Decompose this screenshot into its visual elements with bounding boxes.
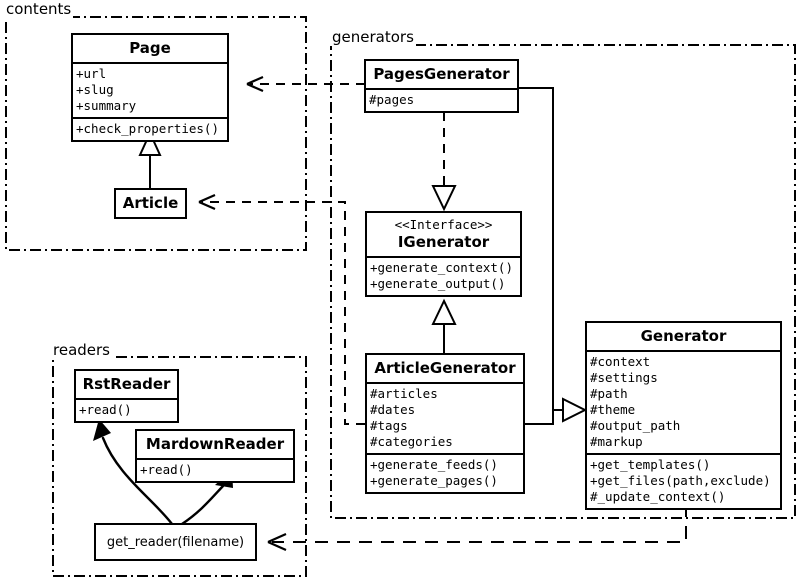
class-article-title: Article (122, 194, 179, 212)
attribute-dates: #dates (370, 402, 416, 417)
method-generate-pages: +generate_pages() (370, 473, 498, 488)
class-articlegenerator-attributes: #articles #dates #tags #categories (367, 384, 523, 455)
method-get-files: +get_files(path,exclude) (590, 473, 771, 488)
dependency-generator-to-getreader (267, 504, 687, 552)
class-page-attributes: +url +slug +summary (73, 64, 227, 119)
class-page-title: Page (129, 39, 171, 57)
class-mardownreader-methods: +read() (137, 460, 293, 481)
function-box-get-reader[interactable]: get_reader(filename) (94, 523, 257, 561)
class-box-igenerator[interactable]: <<Interface>> IGenerator +generate_conte… (365, 211, 522, 297)
class-box-articlegenerator[interactable]: ArticleGenerator #articles #dates #tags … (365, 353, 525, 494)
class-mardownreader-title: MardownReader (145, 435, 285, 453)
attribute-tags: #tags (370, 418, 408, 433)
class-page-methods: +check_properties() (73, 119, 227, 140)
package-frame-contents (5, 16, 307, 251)
class-igenerator-title: IGenerator (397, 233, 490, 251)
method-generate-output: +generate_output() (370, 276, 506, 291)
class-articlegenerator-title: ArticleGenerator (374, 359, 516, 377)
class-igenerator-methods: +generate_context() +generate_output() (367, 258, 520, 295)
method-generate-feeds: +generate_feeds() (370, 457, 498, 472)
class-box-page[interactable]: Page +url +slug +summary +check_properti… (71, 33, 229, 142)
class-generator-attributes: #context #settings #path #theme #output_… (587, 352, 780, 455)
class-article-name-section: Article (116, 190, 185, 217)
class-box-generator[interactable]: Generator #context #settings #path #them… (585, 321, 782, 510)
class-pagesgenerator-attributes: #pages (366, 90, 517, 111)
attribute-categories: #categories (370, 434, 453, 449)
class-box-rstreader[interactable]: RstReader +read() (74, 369, 179, 423)
attribute-url: +url (76, 66, 107, 81)
attribute-summary: +summary (76, 98, 137, 113)
method-mardownreader-read: +read() (140, 462, 193, 477)
class-page-name-section: Page (73, 35, 227, 64)
class-box-pagesgenerator[interactable]: PagesGenerator #pages (364, 59, 519, 113)
class-box-mardownreader[interactable]: MardownReader +read() (135, 429, 295, 483)
call-getreader-to-rstreader (93, 419, 174, 526)
attribute-articles: #articles (370, 386, 438, 401)
method-generate-context: +generate_context() (370, 260, 513, 275)
dependency-pagesgenerator-to-page (246, 75, 365, 93)
attribute-theme: #theme (590, 402, 636, 417)
realization-pagesgenerator-to-igenerator (431, 112, 457, 212)
class-generator-name-section: Generator (587, 323, 780, 352)
generalization-pagesgenerator-to-generator (519, 87, 554, 410)
package-frame-generators (330, 44, 796, 519)
attribute-context: #context (590, 354, 651, 369)
attribute-path: #path (590, 386, 628, 401)
method-get-templates: +get_templates() (590, 457, 711, 472)
generalization-article-to-page (138, 130, 162, 190)
class-igenerator-name-section: <<Interface>> IGenerator (367, 213, 520, 258)
method-check-properties: +check_properties() (76, 121, 219, 136)
class-box-article[interactable]: Article (114, 188, 187, 219)
dependency-articlegenerator-to-article (198, 193, 365, 425)
package-label-generators: generators (330, 28, 416, 46)
package-label-readers: readers (51, 341, 112, 359)
class-generator-methods: +get_templates() +get_files(path,exclude… (587, 455, 780, 508)
class-pagesgenerator-name-section: PagesGenerator (366, 61, 517, 90)
class-articlegenerator-name-section: ArticleGenerator (367, 355, 523, 384)
attribute-pages: #pages (369, 92, 415, 107)
method-update-context: #_update_context() (590, 489, 726, 504)
realization-articlegenerator-to-igenerator (431, 298, 457, 353)
attribute-markup: #markup (590, 434, 643, 449)
class-pagesgenerator-title: PagesGenerator (373, 65, 510, 83)
class-igenerator-stereotype: <<Interface>> (394, 217, 493, 232)
class-articlegenerator-methods: +generate_feeds() +generate_pages() (367, 455, 523, 492)
class-rstreader-title: RstReader (82, 375, 171, 393)
class-mardownreader-name-section: MardownReader (137, 431, 293, 460)
method-rstreader-read: +read() (79, 402, 132, 417)
class-rstreader-methods: +read() (76, 400, 177, 421)
class-generator-title: Generator (640, 327, 727, 345)
attribute-output-path: #output_path (590, 418, 681, 433)
class-rstreader-name-section: RstReader (76, 371, 177, 400)
attribute-settings: #settings (590, 370, 658, 385)
attribute-slug: +slug (76, 82, 114, 97)
package-label-contents: contents (4, 0, 74, 18)
generalization-articlegenerator-to-generator (525, 397, 588, 425)
package-frame-readers (52, 356, 307, 577)
